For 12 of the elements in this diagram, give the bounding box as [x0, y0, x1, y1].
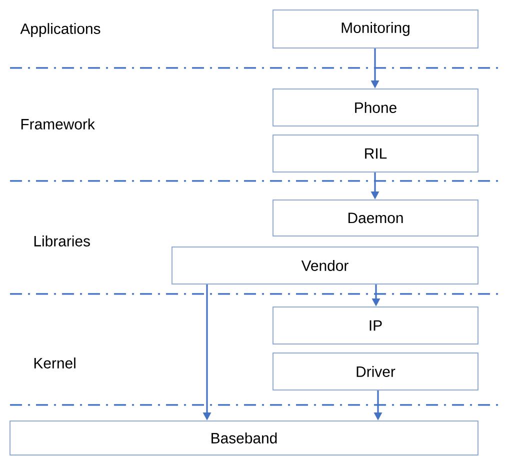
component-box: Vendor	[172, 246, 478, 284]
component-box: Monitoring	[272, 10, 478, 48]
component-box: Baseband	[10, 420, 478, 456]
layer-label: Framework	[21, 118, 95, 130]
layer-label: Applications	[20, 23, 100, 37]
layer-label: Libraries	[34, 236, 90, 246]
component-box: Driver	[272, 352, 478, 390]
component-box: IP	[272, 306, 478, 344]
component-box: RIL	[272, 134, 478, 172]
component-box: Phone	[272, 88, 478, 126]
component-box: Daemon	[272, 199, 478, 236]
layer-label: Kernel	[34, 358, 76, 368]
